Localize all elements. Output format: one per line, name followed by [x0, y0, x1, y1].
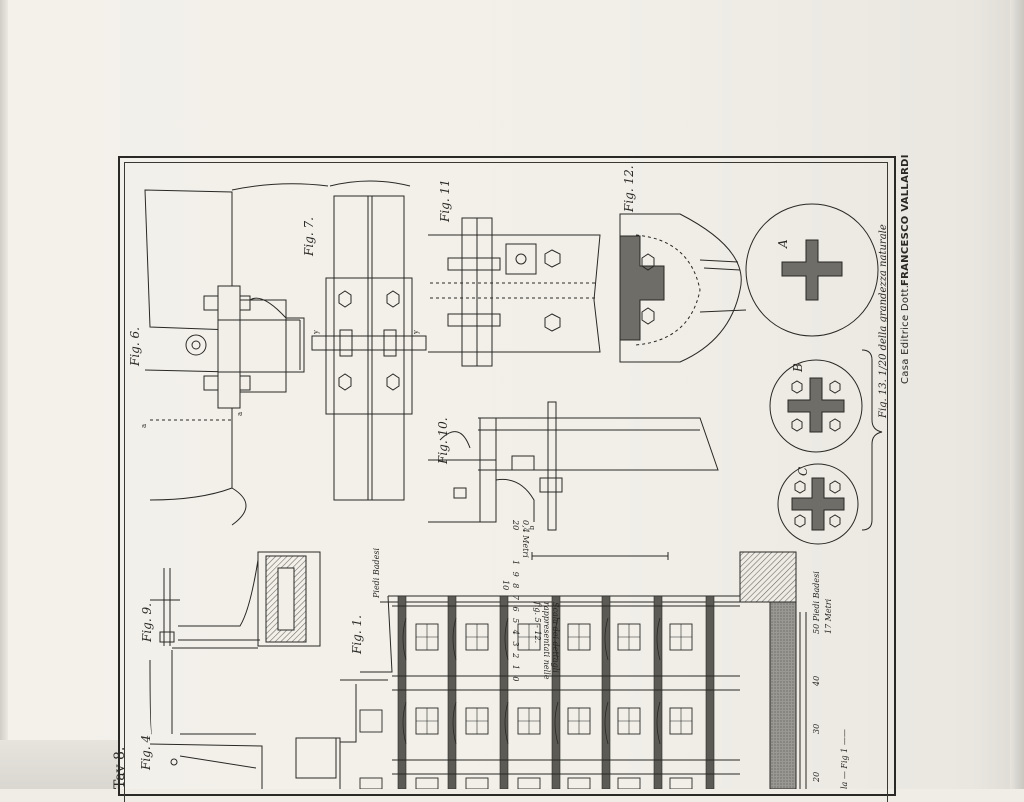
fig13-caption: Fig. 13. 1/20 della grandezza naturale: [878, 224, 889, 418]
building-window: [554, 617, 591, 661]
building-window: [504, 701, 541, 745]
detail-scale-feet-label: Piedi Badesi: [372, 547, 381, 598]
fig13-rail-sections: [745, 203, 883, 545]
fig11-connection: [428, 217, 601, 367]
fig1-scale-tick-a2: 40: [812, 675, 821, 686]
fig7-splice-plate: [311, 180, 427, 501]
detail-scale-line3: fig. 5 - 12.: [533, 602, 542, 644]
building-window: [415, 777, 439, 789]
section-a-label: A: [776, 239, 790, 248]
fig1-floor-bands: [392, 595, 740, 789]
fig7-label: Fig. 7.: [302, 217, 316, 256]
dim-letter-a1: a: [140, 423, 148, 428]
building-window: [452, 617, 489, 661]
building-window: [465, 777, 489, 789]
building-window: [517, 777, 541, 789]
fig1-scale-feet: 50 Piedi Badesi: [812, 571, 821, 634]
building-window: [402, 617, 439, 661]
fig1-scale-tick-a0: 20: [812, 771, 821, 782]
page-fold: [0, 740, 120, 789]
detail-scale-line1: Scala dei dettagli: [551, 602, 560, 673]
building-window: [669, 777, 693, 789]
fig6-beam-joint: [144, 183, 329, 526]
plate-inner-frame: [124, 162, 888, 802]
building-window: [554, 701, 591, 745]
binding-gutter: [0, 0, 8, 789]
detail-scale-tick-20: 20: [511, 520, 520, 531]
plate-number: Tav 8.: [112, 746, 128, 789]
building-window: [359, 709, 383, 733]
detail-scale-tick-10: 10: [501, 580, 510, 591]
building-window: [604, 701, 641, 745]
floor-band: [499, 595, 509, 789]
building-window: [359, 777, 383, 789]
dim-letter-a2: a: [236, 411, 244, 416]
floor-band: [705, 595, 715, 789]
dim-letter-y2: y: [412, 330, 420, 334]
building-window: [452, 701, 489, 745]
fig1-label: Fig. 1.: [350, 615, 364, 654]
fig11-label: Fig. 11: [438, 179, 452, 222]
building-window: [617, 777, 641, 789]
fig4-partial: [149, 743, 263, 789]
floor-band: [447, 595, 457, 789]
publisher-prefix: Casa Editrice Dott.: [900, 284, 911, 384]
detail-scale-bar: [531, 552, 669, 560]
detail-scale-line2: rappresentati nelle: [542, 602, 551, 680]
fig4-label: Fig. 4: [139, 734, 153, 770]
detail-scale-metri: 0,4 Metri: [521, 520, 530, 558]
detail-scale-caption: Scala dei dettagli rappresentati nelle f…: [533, 602, 560, 679]
fig1-scale-tick-a1: 30: [812, 723, 821, 734]
section-b-label: B: [791, 363, 805, 372]
fig1-scale-metri: 17 Metri: [824, 598, 833, 634]
building-window: [402, 701, 439, 745]
fig1-scale-bar: [799, 612, 807, 789]
fig12-rail-section: [619, 213, 747, 363]
publisher-name: FRANCESCO VALLARDI: [900, 154, 911, 286]
fig9-label: Fig. 9.: [140, 603, 154, 642]
fig1-scale-label: la — Fig 1 ——: [840, 729, 849, 789]
page-edge-shadow: [1010, 0, 1024, 789]
fig10-bracket: [428, 401, 719, 531]
floor-band: [653, 595, 663, 789]
floor-band: [551, 595, 561, 789]
floor-band: [397, 595, 407, 789]
floor-band: [601, 595, 611, 789]
building-window: [656, 701, 693, 745]
fig10-label: Fig. 10.: [436, 417, 450, 464]
fig1-windows: [359, 617, 693, 789]
building-window: [604, 617, 641, 661]
detail-scale-ticks: 1 9 8 7 6 5 4 3 2 1 0: [511, 560, 520, 684]
fig1-building-elevation: [295, 551, 797, 789]
section-c-label: C: [796, 466, 810, 476]
fig6-label: Fig. 6.: [128, 327, 142, 366]
dim-letter-y1: y: [312, 330, 320, 334]
building-window: [567, 777, 591, 789]
fig12-label: Fig. 12.: [622, 165, 636, 212]
building-window: [504, 617, 541, 661]
fig9-bracket: [149, 551, 321, 735]
building-window: [656, 617, 693, 661]
